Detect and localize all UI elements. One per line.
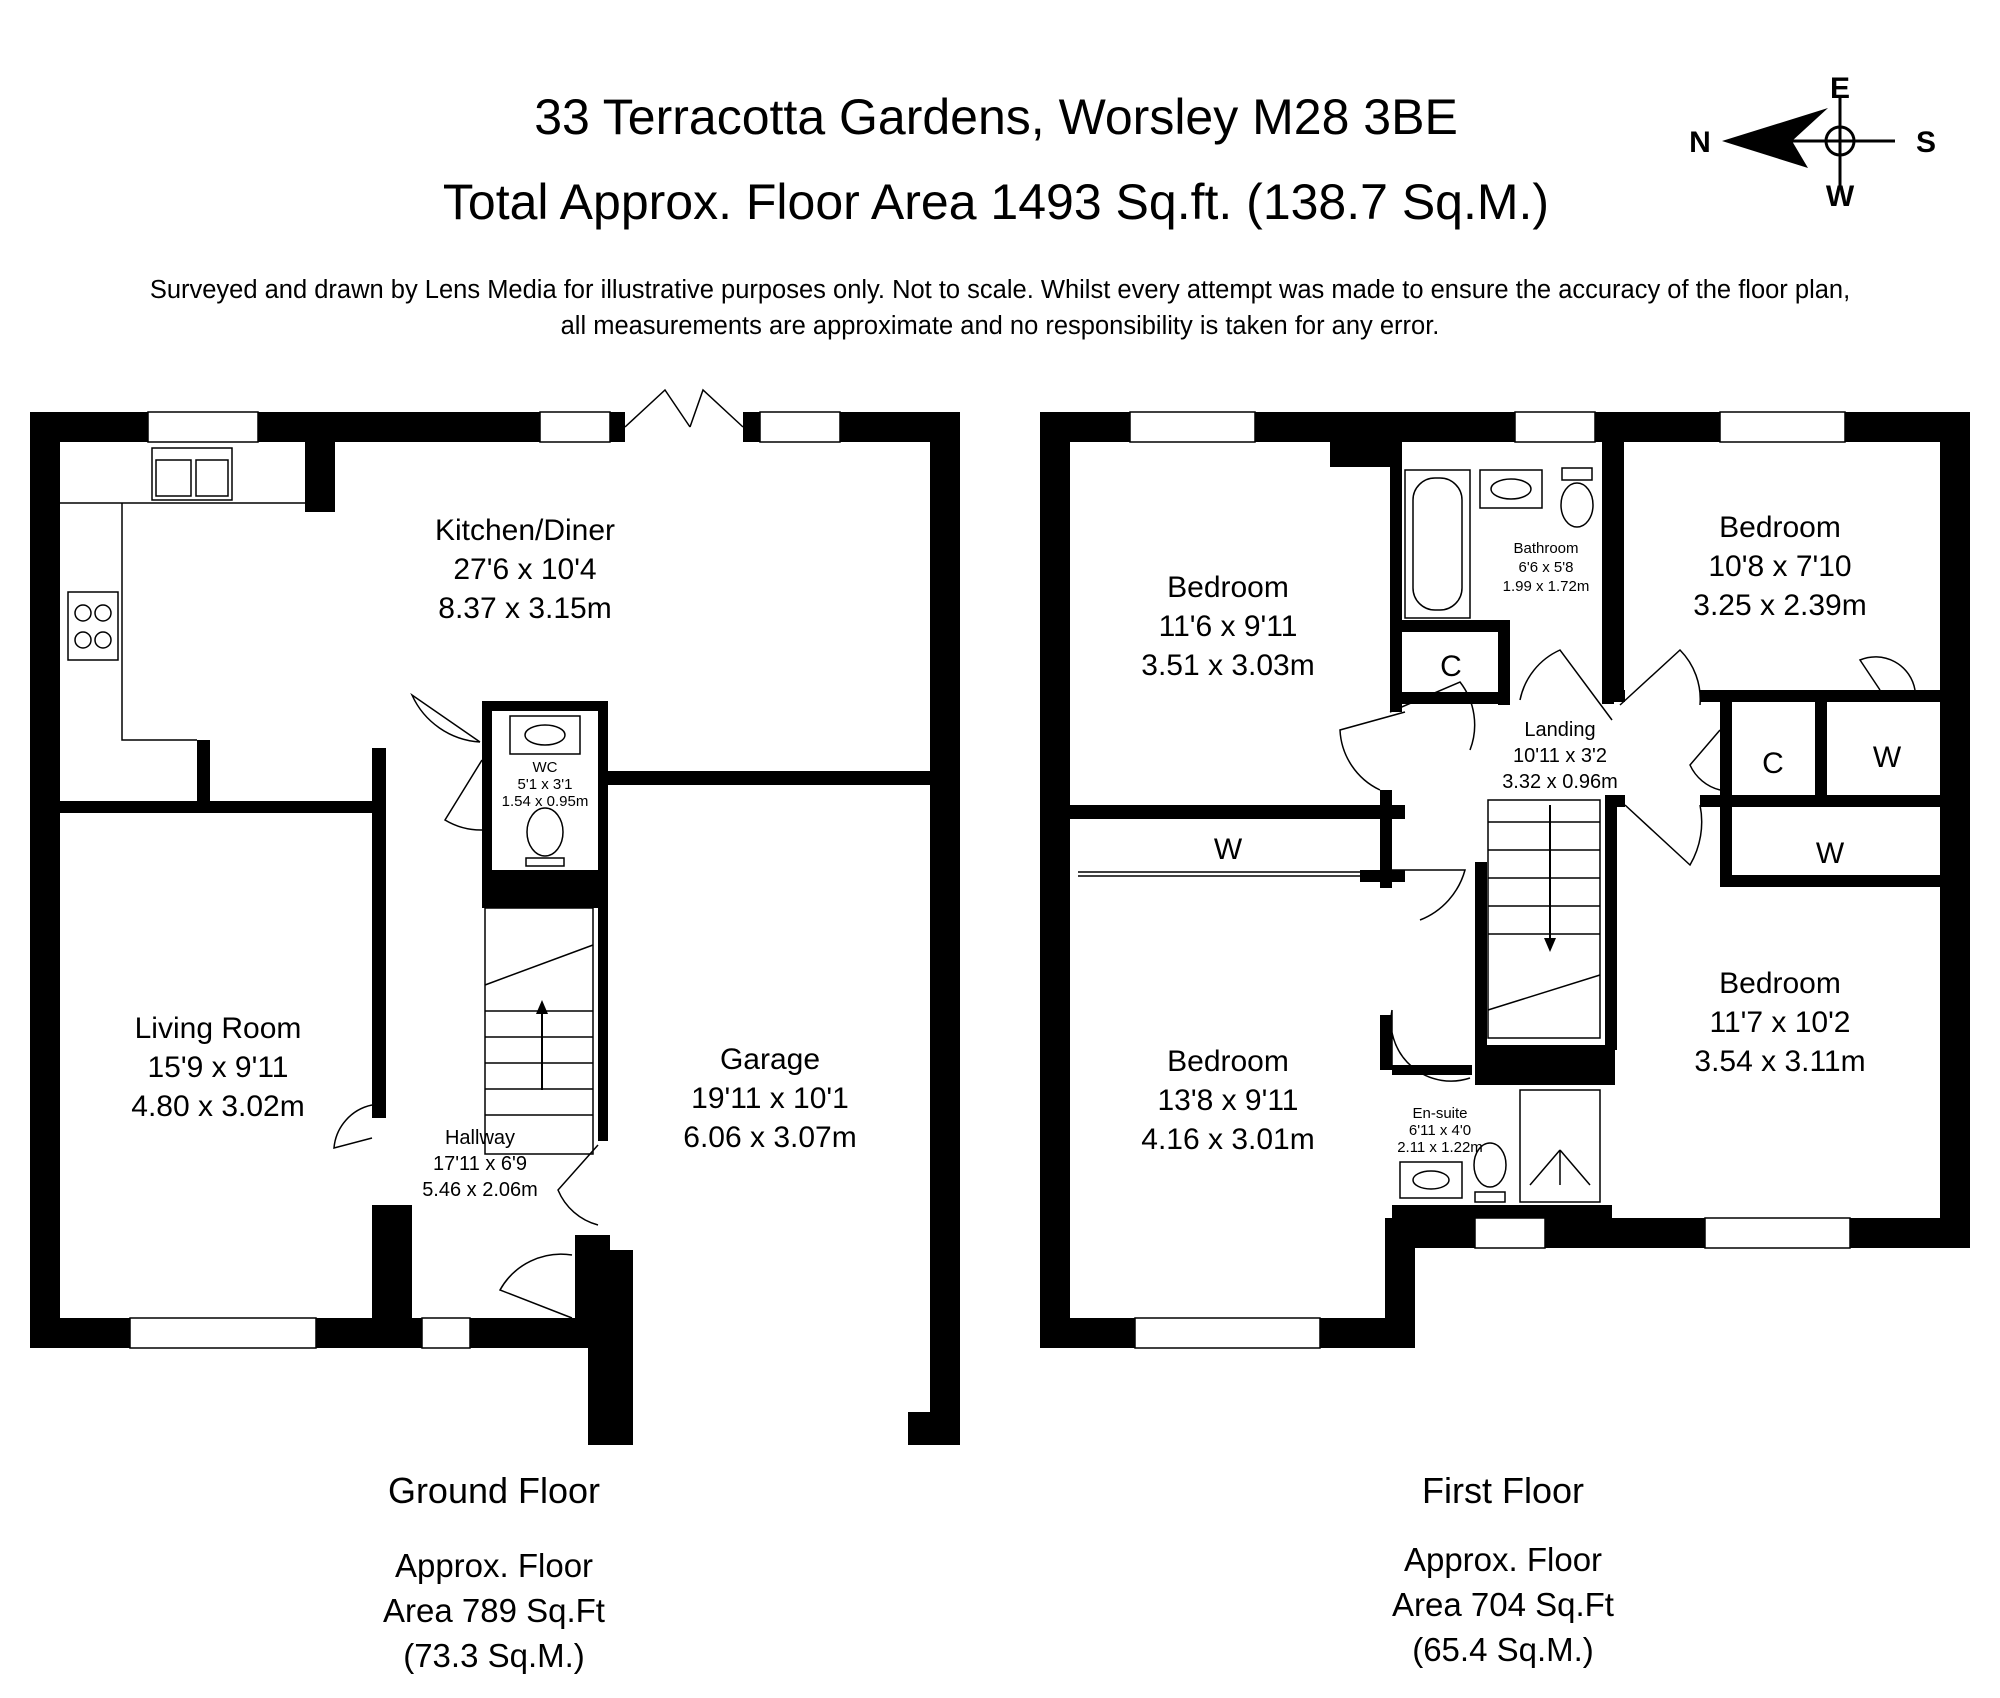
room-garage-name: Garage: [720, 1043, 820, 1076]
room-hallway-metric: 5.46 x 2.06m: [422, 1179, 538, 1201]
room-ensuite-name: En-suite: [1412, 1105, 1467, 1122]
room-bathroom-imperial: 6'6 x 5'8: [1519, 559, 1574, 576]
room-bed-nw-imperial: 11'6 x 9'11: [1159, 610, 1298, 643]
room-landing-imperial: 10'11 x 3'2: [1513, 745, 1607, 767]
ground-floor-area-line-3: (73.3 Sq.M.): [403, 1637, 585, 1674]
room-kitchen-name: Kitchen/Diner: [435, 514, 615, 547]
room-garage-imperial: 19'11 x 10'1: [691, 1082, 849, 1115]
room-hallway-name: Hallway: [445, 1127, 515, 1149]
room-living-name: Living Room: [135, 1012, 302, 1045]
room-bathroom-metric: 1.99 x 1.72m: [1503, 578, 1590, 595]
room-kitchen-metric: 8.37 x 3.15m: [438, 592, 611, 625]
first-floor-area-line-3: (65.4 Sq.M.): [1412, 1631, 1594, 1668]
disclaimer-line-2: all measurements are approximate and no …: [561, 312, 1440, 340]
first-floor-label: First Floor: [1422, 1470, 1584, 1511]
ground-floor-plan: Kitchen/Diner 27'6 x 10'4 8.37 x 3.15m L…: [30, 388, 960, 1445]
room-wc-metric: 1.54 x 0.95m: [502, 793, 589, 810]
room-wc-name: WC: [533, 759, 558, 776]
room-bed-ne-name: Bedroom: [1719, 511, 1841, 544]
room-bed-sw-imperial: 13'8 x 9'11: [1157, 1084, 1298, 1117]
title-total-area: Total Approx. Floor Area 1493 Sq.ft. (13…: [443, 174, 1549, 230]
ground-floor-area-line-2: Area 789 Sq.Ft: [383, 1592, 605, 1629]
wardrobe-right-top-label: W: [1873, 741, 1902, 774]
title-address: 33 Terracotta Gardens, Worsley M28 3BE: [534, 89, 1458, 145]
room-ensuite-metric: 2.11 x 1.22m: [1397, 1139, 1483, 1156]
compass-south-label: S: [1916, 126, 1936, 159]
room-bed-nw-metric: 3.51 x 3.03m: [1141, 649, 1314, 682]
room-wc-imperial: 5'1 x 3'1: [518, 776, 573, 793]
compass-east-label: E: [1830, 72, 1850, 105]
room-landing-metric: 3.32 x 0.96m: [1502, 771, 1618, 793]
room-living-metric: 4.80 x 3.02m: [131, 1090, 304, 1123]
first-floor-plan: Bedroom 11'6 x 9'11 3.51 x 3.03m Bedroom…: [1040, 411, 1970, 1349]
ground-floor-label: Ground Floor: [388, 1470, 600, 1511]
room-bed-ne-imperial: 10'8 x 7'10: [1708, 550, 1851, 583]
compass-north-label: N: [1689, 126, 1711, 159]
room-garage-metric: 6.06 x 3.07m: [683, 1121, 856, 1154]
room-bed-se-metric: 3.54 x 3.11m: [1694, 1045, 1865, 1078]
room-ensuite-imperial: 6'11 x 4'0: [1409, 1122, 1471, 1139]
room-hallway-imperial: 17'11 x 6'9: [433, 1153, 527, 1175]
room-bed-sw-name: Bedroom: [1167, 1045, 1289, 1078]
cupboard-right-label: C: [1762, 747, 1784, 780]
room-living-imperial: 15'9 x 9'11: [147, 1051, 288, 1084]
room-bed-sw-metric: 4.16 x 3.01m: [1141, 1123, 1314, 1156]
first-floor-area-line-1: Approx. Floor: [1404, 1541, 1602, 1578]
disclaimer-line-1: Surveyed and drawn by Lens Media for ill…: [150, 276, 1850, 304]
room-bed-se-name: Bedroom: [1719, 967, 1841, 1000]
cupboard-left-label: C: [1440, 650, 1462, 683]
room-kitchen-imperial: 27'6 x 10'4: [453, 553, 596, 586]
wardrobe-right-bottom-label: W: [1816, 837, 1845, 870]
room-landing-name: Landing: [1524, 719, 1595, 741]
wardrobe-left-label: W: [1214, 833, 1243, 866]
first-floor-area-line-2: Area 704 Sq.Ft: [1392, 1586, 1614, 1623]
room-bed-nw-name: Bedroom: [1167, 571, 1289, 604]
room-bed-se-imperial: 11'7 x 10'2: [1709, 1006, 1850, 1039]
room-bathroom-name: Bathroom: [1513, 540, 1578, 557]
room-bed-ne-metric: 3.25 x 2.39m: [1693, 589, 1866, 622]
compass-west-label: W: [1826, 180, 1855, 213]
compass-icon: N E S W: [1689, 72, 1936, 213]
ground-floor-area-line-1: Approx. Floor: [395, 1547, 593, 1584]
